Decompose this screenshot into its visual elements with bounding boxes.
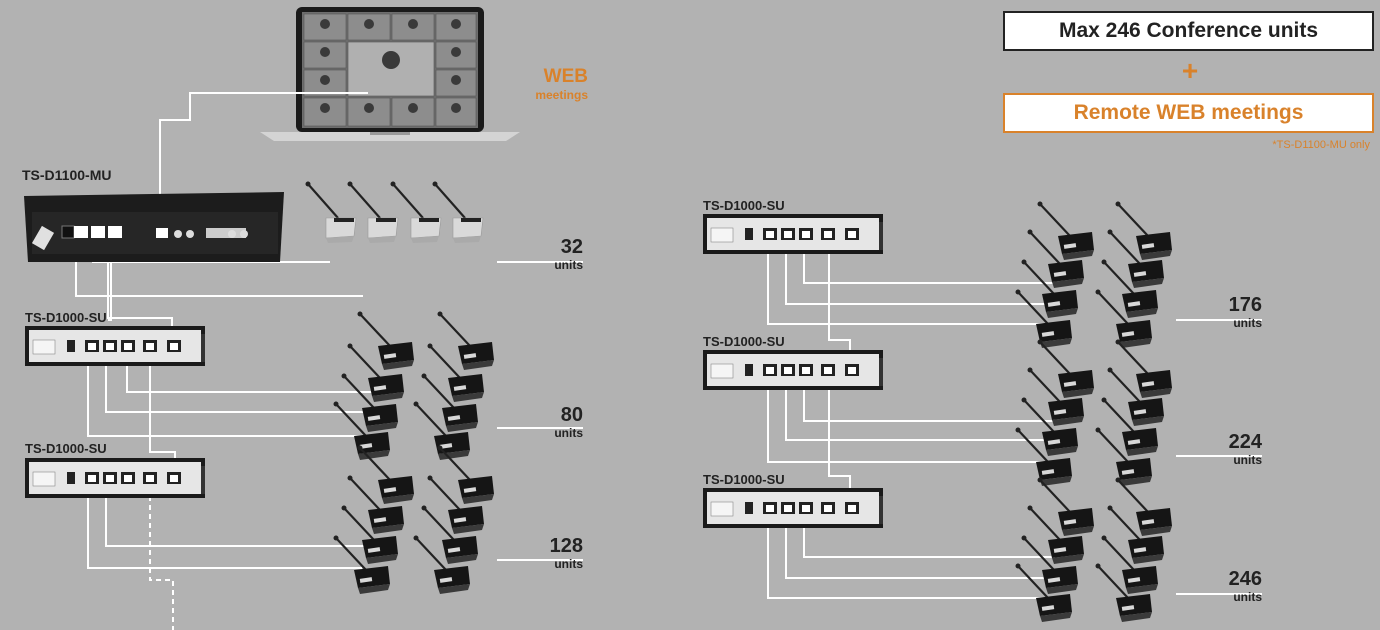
- mic-group-176: [1014, 200, 1174, 350]
- web-title: WEB: [543, 66, 588, 87]
- count-246-value: 246: [1228, 568, 1262, 590]
- count-80-value: 80: [560, 404, 583, 426]
- count-80-unit: units: [554, 426, 583, 440]
- right-sub-unit-2-device: [702, 349, 884, 391]
- mic-group-246: [1014, 476, 1174, 624]
- count-128-unit: units: [554, 557, 583, 571]
- count-32: 32 units: [523, 236, 583, 272]
- master-unit-device: [24, 192, 284, 262]
- right-sub-unit-3-label: TS-D1000-SU: [703, 472, 785, 487]
- remote-web-meetings-box: Remote WEB meetings: [1003, 93, 1374, 133]
- count-176-value: 176: [1228, 294, 1262, 316]
- left-sub-unit-2-label: TS-D1000-SU: [25, 441, 107, 456]
- right-sub-unit-1-device: [702, 213, 884, 255]
- count-246: 246 units: [1202, 568, 1262, 604]
- master-unit-label: TS-D1100-MU: [22, 167, 112, 183]
- left-sub-unit-1-label: TS-D1000-SU: [25, 310, 107, 325]
- count-246-unit: units: [1233, 590, 1262, 604]
- right-sub-unit-2-label: TS-D1000-SU: [703, 334, 785, 349]
- count-80: 80 units: [523, 404, 583, 440]
- web-subtitle: meetings: [535, 88, 588, 102]
- count-128-value: 128: [549, 535, 583, 557]
- count-176-unit: units: [1233, 316, 1262, 330]
- left-sub-unit-2-device: [24, 457, 206, 499]
- mic-group-128: [332, 444, 496, 596]
- count-176: 176 units: [1202, 294, 1262, 330]
- count-128: 128 units: [523, 535, 583, 571]
- count-32-unit: units: [554, 258, 583, 272]
- count-224-unit: units: [1233, 453, 1262, 467]
- web-meetings-label: WEB meetings: [520, 66, 588, 102]
- footnote: *TS-D1100-MU only: [1272, 139, 1370, 151]
- laptop-illustration: [260, 7, 520, 141]
- mic-group-224: [1014, 338, 1174, 488]
- mic-group-32: [304, 180, 485, 245]
- max-units-box: Max 246 Conference units: [1003, 11, 1374, 51]
- count-224: 224 units: [1202, 431, 1262, 467]
- right-sub-unit-1-label: TS-D1000-SU: [703, 198, 785, 213]
- count-224-value: 224: [1228, 431, 1262, 453]
- mic-group-80: [332, 310, 496, 462]
- count-32-value: 32: [560, 236, 583, 258]
- plus-sign: +: [1181, 55, 1199, 86]
- dashed-extension-cable: [149, 478, 174, 630]
- right-sub-unit-3-device: [702, 487, 884, 529]
- left-sub-unit-1-device: [24, 325, 206, 367]
